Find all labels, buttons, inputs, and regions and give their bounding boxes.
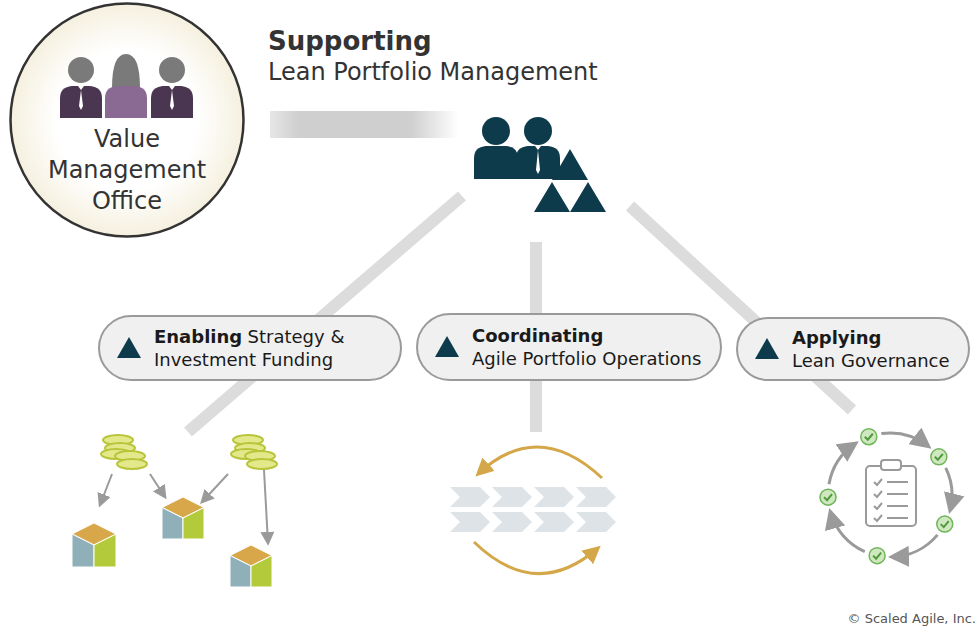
project-cube [230, 545, 272, 587]
triangle-icon [434, 335, 460, 359]
heading-label: Supporting [268, 26, 432, 56]
value-chevron [534, 487, 574, 507]
operations-illustration [450, 447, 616, 574]
triangle-icon [116, 336, 142, 360]
node-label: Lean Governance [792, 349, 950, 372]
value-chevron [450, 487, 490, 507]
value-chevron [576, 512, 616, 532]
funding-arrow [202, 474, 228, 502]
node-label: Value Management Office [32, 124, 222, 217]
copyright-note: © Scaled Agile, Inc. [848, 611, 976, 626]
project-cube [72, 523, 116, 567]
node-text: EnablingStrategy & Investment Funding [100, 325, 400, 371]
funding-illustration [72, 435, 277, 587]
node-text: ApplyingLean Governance [738, 326, 968, 372]
funding-arrow [100, 474, 112, 505]
node-heading: Enabling [154, 326, 242, 347]
coin-stack [101, 435, 147, 469]
node-heading: Coordinating [472, 324, 701, 347]
value-chevron [492, 512, 532, 532]
project-cube [162, 497, 204, 539]
lpm-icon [474, 117, 606, 212]
node-text: Value Management Office [9, 124, 245, 217]
coordinating-pill: CoordinatingAgile Portfolio Operations [416, 313, 722, 381]
value-chevron [534, 512, 574, 532]
value-chevron [450, 512, 490, 532]
subheading-label: Lean Portfolio Management [268, 58, 598, 86]
node-heading: Applying [792, 326, 950, 349]
coin-stack [231, 435, 277, 469]
value-management-office: Value Management Office [9, 2, 245, 238]
triangle-icon [754, 337, 780, 361]
value-chevron [492, 487, 532, 507]
funding-arrow [264, 470, 268, 543]
value-chevron [576, 487, 616, 507]
applying-pill: ApplyingLean Governance [736, 317, 970, 381]
spoke-lines [188, 196, 852, 432]
link-bar [270, 111, 458, 138]
node-text: CoordinatingAgile Portfolio Operations [418, 324, 719, 370]
funding-arrow [150, 474, 165, 497]
node-label: Agile Portfolio Operations [472, 347, 701, 370]
enabling-pill: EnablingStrategy & Investment Funding [98, 315, 402, 381]
governance-illustration [820, 429, 953, 564]
